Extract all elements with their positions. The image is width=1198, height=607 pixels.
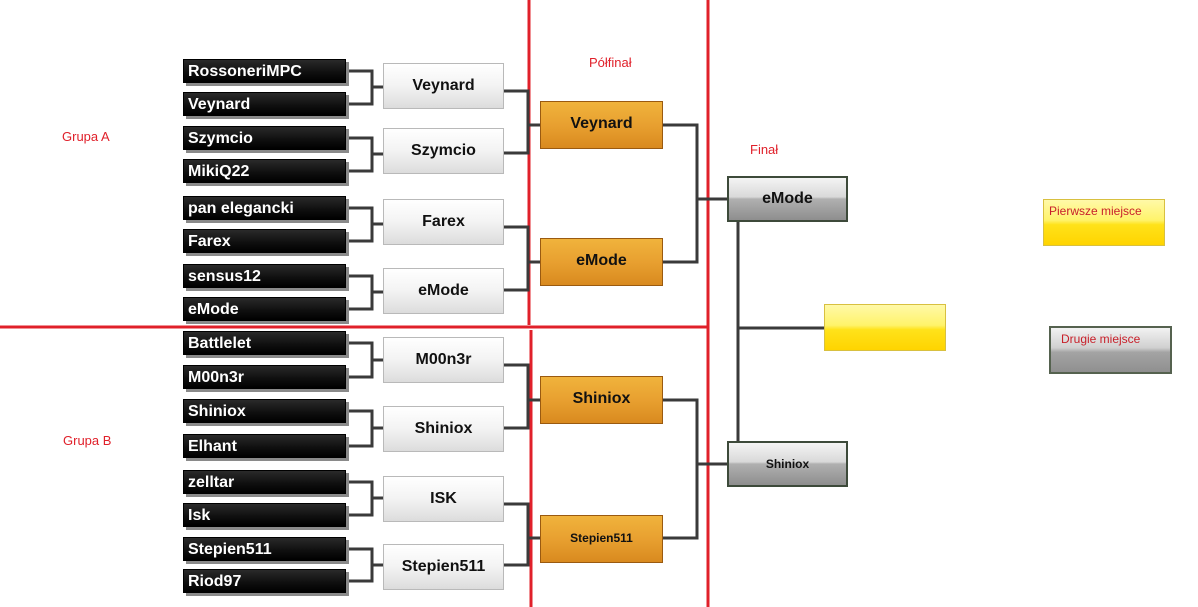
player-slot: MikiQ22	[183, 159, 346, 183]
player-slot: eMode	[183, 297, 346, 321]
player-slot: Isk	[183, 503, 346, 527]
player-slot: sensus12	[183, 264, 346, 288]
semifinal-slot: Stepien511	[540, 515, 663, 563]
player-slot: Battlelet	[183, 331, 346, 355]
quarterfinal-winner: Stepien511	[383, 544, 504, 590]
player-slot: Elhant	[183, 434, 346, 458]
final-label: Finał	[750, 142, 779, 157]
quarterfinal-winner: eMode	[383, 268, 504, 314]
player-slot: zelltar	[183, 470, 346, 494]
player-slot: RossoneriMPC	[183, 59, 346, 83]
player-slot: Veynard	[183, 92, 346, 116]
final-slot: Shiniox	[727, 441, 848, 487]
first-place-legend: Pierwsze miejsce	[1043, 199, 1165, 246]
group-b-label: Grupa B	[63, 433, 112, 448]
champion-slot	[824, 304, 946, 351]
player-slot: M00n3r	[183, 365, 346, 389]
player-slot: Stepien511	[183, 537, 346, 561]
quarterfinal-winner: ISK	[383, 476, 504, 522]
second-place-legend: Drugie miejsce	[1049, 326, 1172, 374]
player-slot: Shiniox	[183, 399, 346, 423]
quarterfinal-winner: Veynard	[383, 63, 504, 109]
group-a-label: Grupa A	[62, 129, 110, 144]
semifinal-slot: Shiniox	[540, 376, 663, 424]
connectors	[346, 69, 824, 583]
first-place-label: Pierwsze miejsce	[1049, 204, 1142, 218]
red-dividers	[0, 0, 710, 607]
quarterfinal-winner: Szymcio	[383, 128, 504, 174]
semifinal-slot: eMode	[540, 238, 663, 286]
player-slot: Riod97	[183, 569, 346, 593]
quarterfinal-winner: M00n3r	[383, 337, 504, 383]
quarterfinal-winner: Shiniox	[383, 406, 504, 452]
semifinal-slot: Veynard	[540, 101, 663, 149]
player-slot: Szymcio	[183, 126, 346, 150]
player-slot: pan elegancki	[183, 196, 346, 220]
final-slot: eMode	[727, 176, 848, 222]
quarterfinal-winner: Farex	[383, 199, 504, 245]
second-place-label: Drugie miejsce	[1061, 332, 1141, 346]
semifinal-label: Półfinał	[589, 55, 632, 70]
player-slot: Farex	[183, 229, 346, 253]
